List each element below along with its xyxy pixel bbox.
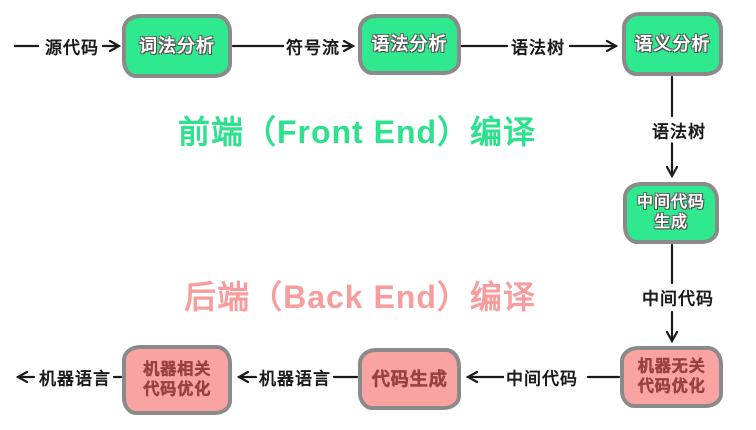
edge-label-source-code: 源代码 — [43, 33, 101, 59]
edge-label-syntax-tree-vertical: 语法树 — [650, 117, 708, 143]
node-machine-independent-optimization: 机器无关 代码优化 — [620, 346, 723, 408]
node-opt-indep-line1: 机器无关 — [637, 358, 706, 375]
edge-label-machine-language-mid: 机器语言 — [257, 364, 333, 390]
node-syntax-analysis: 语法分析 — [358, 14, 461, 75]
node-codegen-label: 代码生成 — [371, 368, 448, 389]
node-syntax-analysis-label: 语法分析 — [371, 34, 448, 55]
edge-label-token-stream: 符号流 — [284, 33, 342, 59]
edge-label-intermediate-code-vertical: 中间代码 — [640, 284, 716, 310]
node-machine-dependent-optimization: 机器相关 代码优化 — [122, 345, 232, 415]
node-semantic-analysis-label: 语义分析 — [634, 33, 711, 54]
node-irgen-line2: 生成 — [653, 214, 688, 231]
node-opt-dep-line2: 代码优化 — [142, 381, 211, 398]
edge-label-intermediate-code-bottom: 中间代码 — [504, 364, 580, 390]
edge-label-machine-language-out: 机器语言 — [37, 364, 113, 390]
node-code-generation: 代码生成 — [358, 348, 461, 410]
back-end-title: 后端（Back End）编译 — [184, 279, 536, 315]
node-lexical-analysis: 词法分析 — [122, 14, 232, 78]
node-intermediate-code-generation: 中间代码 生成 — [623, 182, 719, 244]
node-opt-dep-line1: 机器相关 — [142, 361, 211, 378]
edge-label-syntax-tree-top: 语法树 — [509, 33, 567, 59]
node-irgen-line1: 中间代码 — [636, 194, 705, 211]
node-semantic-analysis: 语义分析 — [622, 12, 723, 76]
node-lexical-analysis-label: 词法分析 — [139, 35, 215, 56]
node-opt-indep-line2: 代码优化 — [637, 378, 706, 395]
front-end-title: 前端（Front End）编译 — [177, 114, 537, 150]
